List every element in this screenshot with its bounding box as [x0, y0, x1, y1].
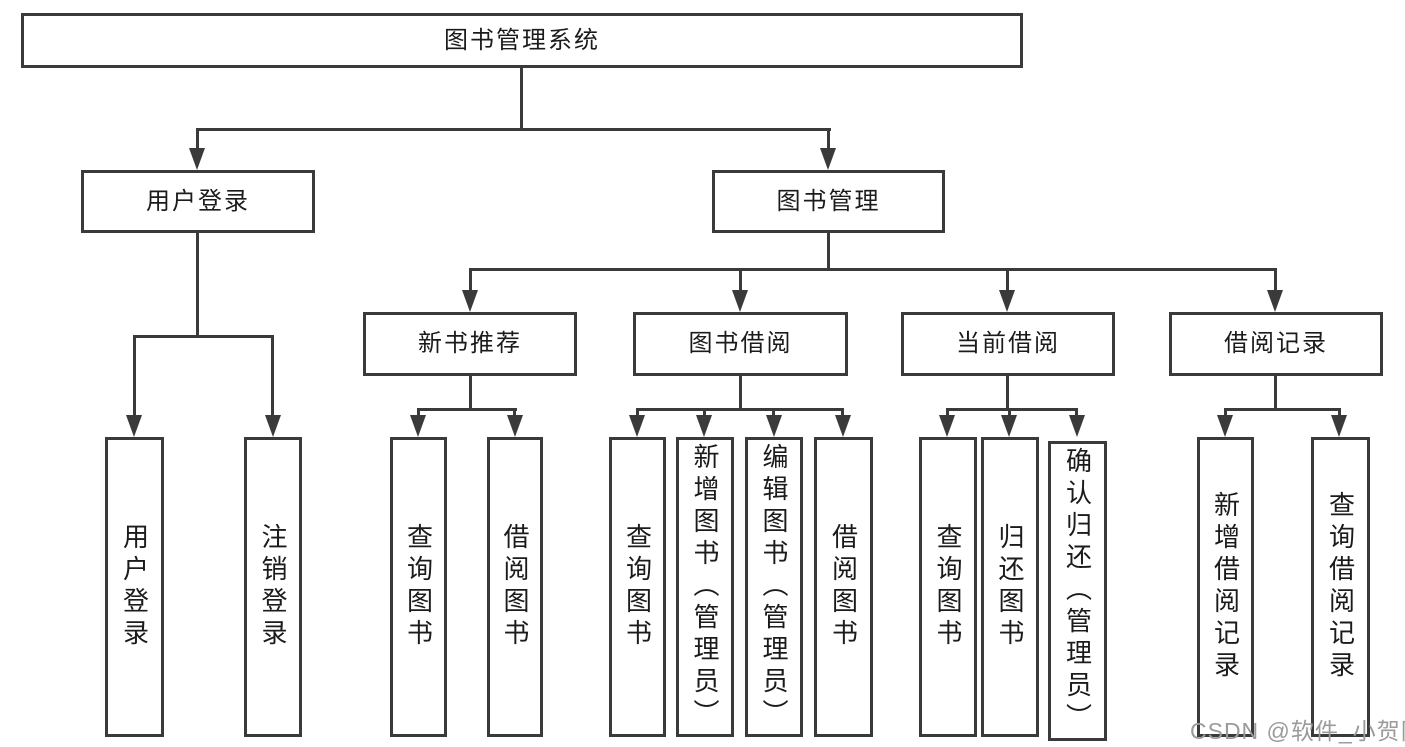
connector-current-borrow-stem [1006, 376, 1009, 408]
leaf-query-books-1: 查询图书 [390, 437, 447, 737]
node-new-book-recommend-label: 新书推荐 [418, 330, 522, 357]
connector-user-login-stem [196, 233, 199, 335]
connector-drop-leaf-12 [1224, 408, 1227, 417]
node-user-login-label: 用户登录 [146, 187, 250, 215]
connector-current-borrow-branch [946, 408, 1078, 411]
leaf-borrow-books-1: 借阅图书 [487, 437, 543, 737]
leaf-return-books-label: 归还图书 [995, 523, 1025, 651]
leaf-return-books: 归还图书 [981, 437, 1039, 737]
node-current-borrow: 当前借阅 [901, 312, 1115, 376]
leaf-logout-label: 注销登录 [258, 523, 288, 651]
arrowhead-icon [126, 415, 142, 437]
connector-drop-leaf-13 [1338, 408, 1341, 417]
arrowhead-icon [507, 415, 523, 437]
node-new-book-recommend: 新书推荐 [363, 312, 577, 376]
connector-book-mgmt-stem [827, 233, 830, 268]
connector-drop-leaf-6 [703, 408, 706, 417]
leaf-confirm-return-admin: 确认归还（管理员） [1048, 441, 1107, 741]
node-root-label: 图书管理系统 [444, 26, 600, 54]
leaf-query-borrow-record: 查询借阅记录 [1311, 437, 1370, 737]
node-borrow-record-label: 借阅记录 [1224, 330, 1328, 357]
arrowhead-icon [1069, 415, 1085, 437]
node-book-borrow: 图书借阅 [633, 312, 848, 376]
leaf-query-books-3-label: 查询图书 [933, 523, 963, 651]
connector-drop-leaf-7 [772, 408, 775, 417]
leaf-query-books-3: 查询图书 [919, 437, 977, 737]
connector-drop-leaf-11 [1075, 408, 1078, 417]
arrowhead-icon [732, 290, 748, 312]
leaf-user-login-label: 用户登录 [119, 523, 150, 651]
node-root: 图书管理系统 [21, 13, 1023, 68]
connector-drop-user-login [196, 128, 199, 152]
connector-drop-leaf-8 [841, 408, 844, 417]
leaf-query-books-2: 查询图书 [609, 437, 666, 737]
arrowhead-icon [189, 148, 205, 170]
leaf-confirm-return-admin-label: 确认归还（管理员） [1062, 447, 1093, 735]
leaf-borrow-books-2: 借阅图书 [814, 437, 873, 737]
leaf-query-borrow-record-label: 查询借阅记录 [1325, 491, 1356, 683]
connector-borrow-record-branch [1224, 408, 1341, 411]
connector-drop-leaf-2 [271, 335, 274, 417]
leaf-edit-books-admin: 编辑图书（管理员） [745, 437, 803, 737]
connector-drop-book-mgmt [827, 128, 830, 152]
connector-new-book-rec-branch [417, 408, 517, 411]
connector-new-book-rec-stem [469, 376, 472, 408]
node-book-management-label: 图书管理 [776, 187, 881, 215]
leaf-add-books-admin-label: 新增图书（管理员） [690, 443, 720, 731]
arrowhead-icon [629, 415, 645, 437]
leaf-add-borrow-record-label: 新增借阅记录 [1210, 491, 1241, 683]
arrowhead-icon [766, 415, 782, 437]
connector-drop-borrow-record [1274, 268, 1277, 292]
leaf-add-borrow-record: 新增借阅记录 [1197, 437, 1254, 737]
connector-drop-leaf-10 [1008, 408, 1011, 417]
connector-root-stem [520, 68, 523, 130]
leaf-user-login: 用户登录 [105, 437, 164, 737]
arrowhead-icon [999, 290, 1015, 312]
connector-drop-leaf-1 [133, 335, 136, 417]
connector-drop-leaf-5 [636, 408, 639, 417]
watermark: CSDN @软件_小贺同学 [1190, 718, 1405, 744]
leaf-borrow-books-1-label: 借阅图书 [500, 523, 530, 651]
arrowhead-icon [462, 290, 478, 312]
connector-book-borrow-branch [636, 408, 844, 411]
arrowhead-icon [410, 415, 426, 437]
arrowhead-icon [820, 148, 836, 170]
arrowhead-icon [939, 415, 955, 437]
connector-drop-current-borrow [1006, 268, 1009, 292]
node-book-management: 图书管理 [712, 170, 945, 233]
leaf-borrow-books-2-label: 借阅图书 [828, 523, 859, 651]
arrowhead-icon [1331, 415, 1347, 437]
connector-root-branch [196, 128, 831, 131]
leaf-logout: 注销登录 [244, 437, 302, 737]
leaf-add-books-admin: 新增图书（管理员） [676, 437, 734, 737]
leaf-query-books-2-label: 查询图书 [622, 523, 653, 651]
node-book-borrow-label: 图书借阅 [688, 330, 793, 357]
connector-book-borrow-stem [739, 376, 742, 408]
node-user-login: 用户登录 [81, 170, 315, 233]
connector-drop-leaf-3 [417, 408, 420, 417]
arrowhead-icon [1267, 290, 1283, 312]
node-current-borrow-label: 当前借阅 [956, 330, 1060, 357]
arrowhead-icon [1001, 415, 1017, 437]
leaf-query-books-1-label: 查询图书 [403, 523, 434, 651]
connector-drop-leaf-9 [946, 408, 949, 417]
connector-drop-new-book-rec [469, 268, 472, 292]
connector-user-login-branch [133, 335, 274, 338]
arrowhead-icon [835, 415, 851, 437]
connector-drop-leaf-4 [513, 408, 516, 417]
leaf-edit-books-admin-label: 编辑图书（管理员） [759, 443, 789, 731]
node-borrow-record: 借阅记录 [1169, 312, 1383, 376]
arrowhead-icon [696, 415, 712, 437]
connector-book-mgmt-branch [469, 268, 1277, 271]
arrowhead-icon [265, 415, 281, 437]
connector-borrow-record-stem [1274, 376, 1277, 408]
connector-drop-book-borrow [739, 268, 742, 292]
arrowhead-icon [1217, 415, 1233, 437]
